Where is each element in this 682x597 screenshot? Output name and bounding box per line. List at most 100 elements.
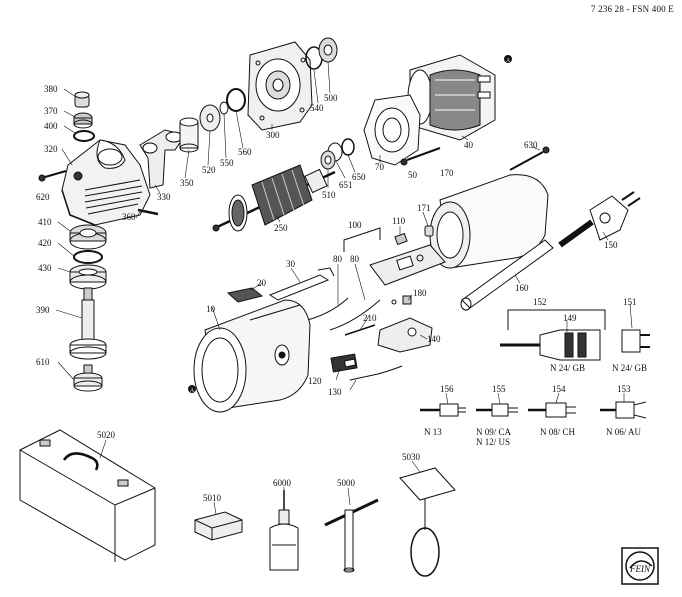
part-610-die <box>73 364 103 392</box>
label-20: 20 <box>257 278 266 288</box>
part-5030-hook <box>399 467 456 577</box>
part-350-sleeve <box>179 117 199 153</box>
label-10: 10 <box>206 304 215 314</box>
label-80-b: 80 <box>350 254 359 264</box>
label-70: 70 <box>375 162 384 172</box>
fein-logo-text: FEIN <box>629 564 651 574</box>
label-320: 320 <box>44 144 58 154</box>
variant-label-153: N 06/ AU <box>606 427 642 437</box>
svg-text:A: A <box>190 388 195 394</box>
part-151-plug <box>621 329 650 353</box>
label-210: 210 <box>363 313 377 323</box>
part-153-plug <box>600 401 647 419</box>
label-110: 110 <box>392 216 406 226</box>
label-330: 330 <box>157 192 171 202</box>
part-10-motor-housing <box>193 299 311 413</box>
label-510: 510 <box>322 190 336 200</box>
label-400: 400 <box>44 121 58 131</box>
label-550: 550 <box>220 158 234 168</box>
label-420: 420 <box>38 238 52 248</box>
part-155-plug <box>476 403 518 417</box>
label-540: 540 <box>310 103 324 113</box>
part-20-brush <box>226 287 264 303</box>
reference-mark-a-top: A <box>504 55 512 64</box>
part-330-holder <box>139 129 186 189</box>
label-150: 150 <box>604 240 618 250</box>
part-400-ring <box>73 130 95 142</box>
label-650: 650 <box>352 172 366 182</box>
fein-logo-icon: FEIN <box>621 547 659 585</box>
label-151: 151 <box>623 297 637 307</box>
part-100-bracket-line <box>343 227 381 252</box>
part-630-screw <box>509 146 550 171</box>
leader-lines <box>55 61 633 515</box>
label-154: 154 <box>552 384 566 394</box>
label-560: 560 <box>238 147 252 157</box>
label-5010: 5010 <box>203 493 221 503</box>
label-5030: 5030 <box>402 452 420 462</box>
part-420-ring <box>73 250 103 264</box>
label-430: 430 <box>38 263 52 273</box>
document-id: 7 236 28 - FSN 400 E <box>590 4 674 14</box>
label-40: 40 <box>464 140 473 150</box>
part-650-washer <box>341 138 355 156</box>
part-430-bearing <box>69 264 107 290</box>
part-390-spindle <box>69 287 107 360</box>
part-180-clamp <box>391 295 412 305</box>
variant-label-155-a: N 09/ CA <box>476 427 512 437</box>
variant-label-154: N 08/ CH <box>540 427 576 437</box>
part-410-bearing <box>69 224 107 250</box>
part-360-screw <box>137 208 159 216</box>
label-153: 153 <box>617 384 631 394</box>
label-300: 300 <box>266 130 280 140</box>
label-156: 156 <box>440 384 454 394</box>
label-6000: 6000 <box>273 478 291 488</box>
label-651: 651 <box>339 180 353 190</box>
label-360: 360 <box>122 212 136 222</box>
label-500: 500 <box>324 93 338 103</box>
label-149: 149 <box>563 313 577 323</box>
label-152: 152 <box>533 297 547 307</box>
part-80-lead-b <box>329 299 381 331</box>
label-100: 100 <box>348 220 362 230</box>
part-electronics-board <box>369 244 446 286</box>
part-40-stator <box>407 54 496 141</box>
label-50: 50 <box>408 170 417 180</box>
variant-label-151: N 24/ GB <box>612 363 648 373</box>
part-110-knob <box>394 232 408 246</box>
part-320-gear-housing <box>61 139 151 226</box>
part-500-bearing <box>318 37 338 63</box>
part-130-lead <box>349 365 403 381</box>
part-149-connector <box>500 329 601 361</box>
part-5010-block <box>194 511 243 541</box>
part-30-brush-holder <box>268 267 335 301</box>
part-5000-t-wrench <box>324 498 379 573</box>
part-70-cover <box>363 94 421 166</box>
label-380: 380 <box>44 84 58 94</box>
part-5020-case <box>19 429 156 562</box>
part-120-switch <box>330 353 358 373</box>
label-390: 390 <box>36 305 50 315</box>
label-5000: 5000 <box>337 478 355 488</box>
label-610: 610 <box>36 357 50 367</box>
label-120: 120 <box>308 376 322 386</box>
label-30: 30 <box>286 259 295 269</box>
part-250-armature <box>212 164 336 232</box>
label-350: 350 <box>180 178 194 188</box>
label-520: 520 <box>202 165 216 175</box>
part-152-bracket <box>507 309 606 330</box>
label-130: 130 <box>328 387 342 397</box>
variant-label-156: N 13 <box>424 427 442 437</box>
label-80-a: 80 <box>333 254 342 264</box>
part-300-flange <box>247 41 313 131</box>
label-370: 370 <box>44 106 58 116</box>
label-620: 620 <box>36 192 50 202</box>
label-250: 250 <box>274 223 288 233</box>
svg-text:A: A <box>506 58 511 64</box>
label-410: 410 <box>38 217 52 227</box>
part-520-washer <box>199 104 221 132</box>
variant-label-149: N 24/ GB <box>550 363 586 373</box>
part-156-plug <box>420 403 466 417</box>
